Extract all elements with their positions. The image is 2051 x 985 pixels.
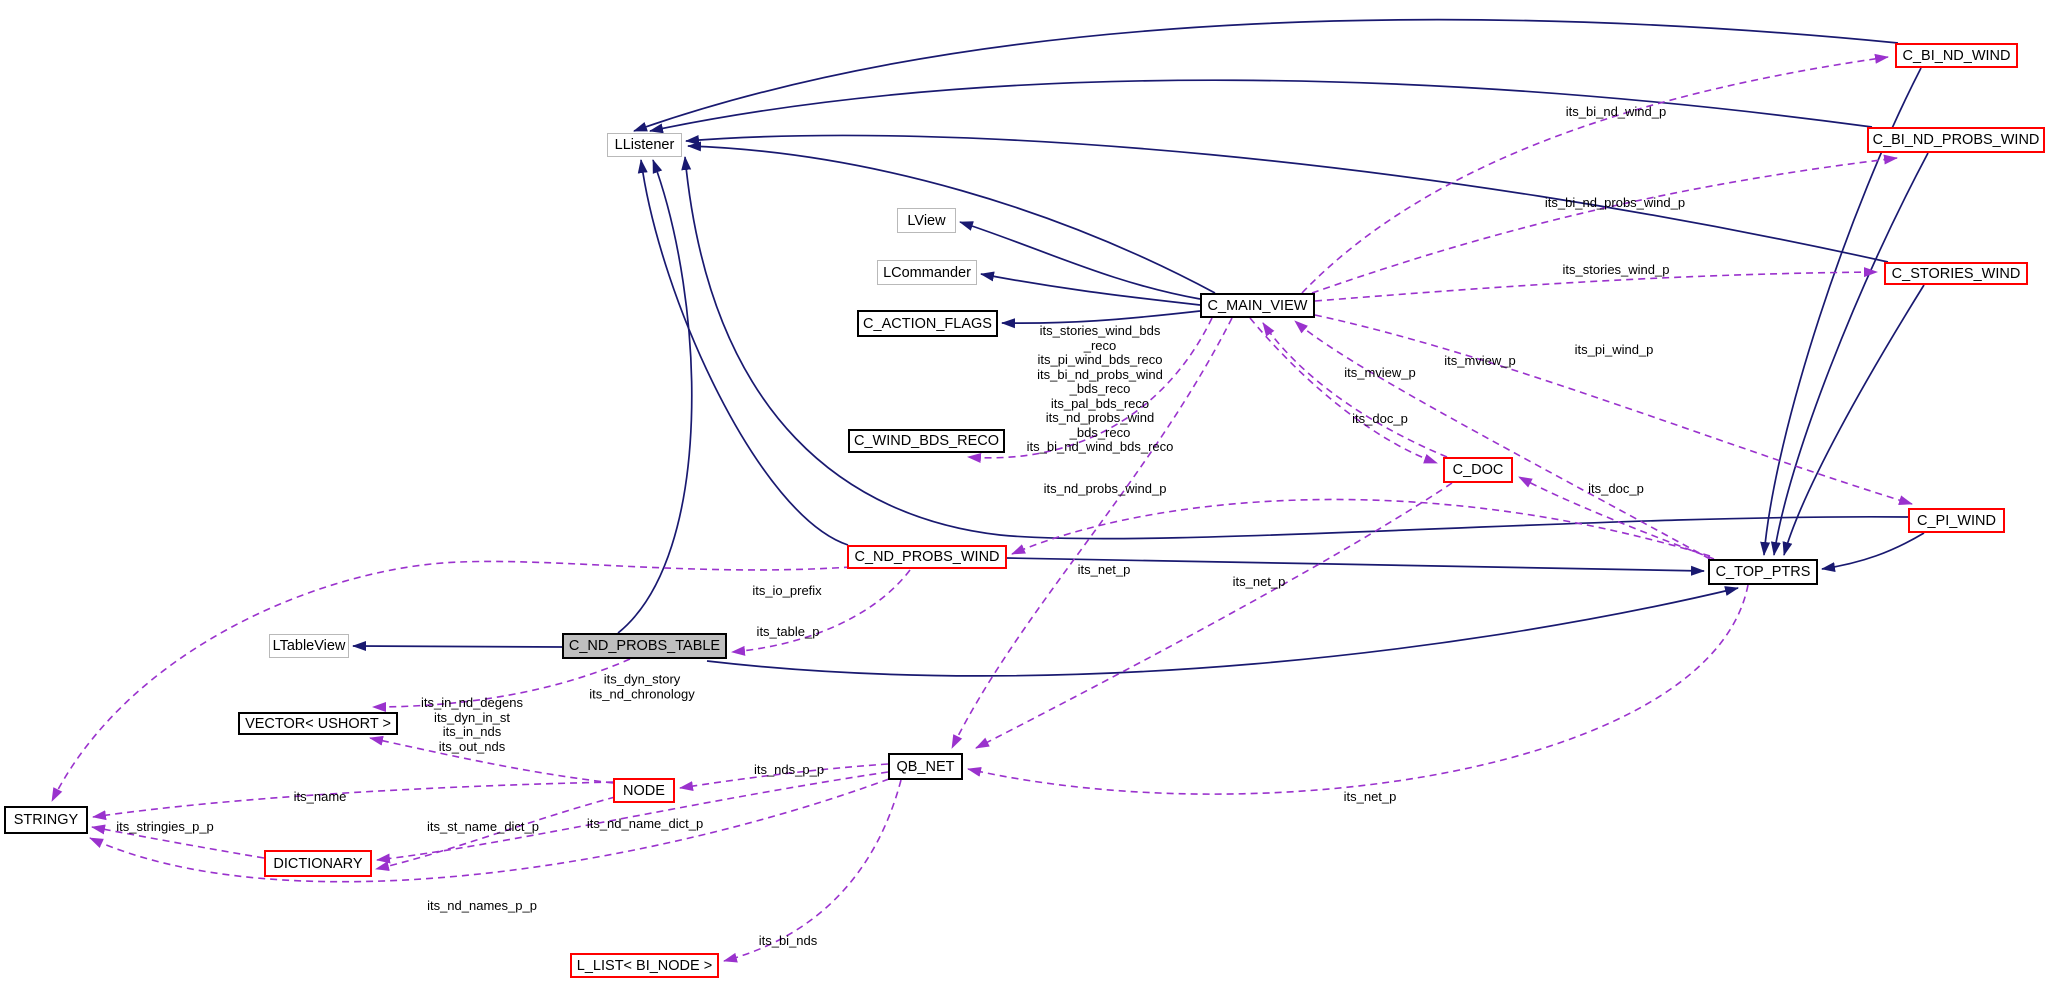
edge-c-main-view-c-action-flags <box>1001 310 1201 329</box>
edge-label-its-pi-wind-p: its_pi_wind_p <box>1574 341 1654 357</box>
edge-label-its-bi-nd-probs-wind-p: its_bi_nd_probs_wind_p <box>1544 194 1686 210</box>
edge-c-main-view-c-bi-nd-wind <box>1301 53 1889 294</box>
edge-label-node-vector-stack: its_in_nd_degens its_dyn_in_st its_in_nd… <box>421 695 523 754</box>
edge-c-main-view-c-doc <box>1249 317 1438 464</box>
node-c-nd-probs-wind[interactable]: C_ND_PROBS_WIND <box>847 545 1007 569</box>
node-ltableview[interactable]: LTableView <box>269 634 349 658</box>
edge-label-its-net-p-3: its_net_p <box>1343 788 1397 804</box>
edge-c-main-view-lview <box>959 221 1201 300</box>
edge-label-its-nds-p-p: its_nds_p_p <box>753 761 825 777</box>
node-dictionary[interactable]: DICTIONARY <box>264 850 372 877</box>
edge-label-its-bi-nd-wind-p: its_bi_nd_wind_p <box>1565 103 1667 119</box>
edge-label-its-net-p-1: its_net_p <box>1077 561 1131 577</box>
node-c-bi-nd-probs-wind[interactable]: C_BI_ND_PROBS_WIND <box>1867 127 2045 153</box>
bds-reco-line: its_stories_wind_bds <box>1039 322 1161 338</box>
node-vector-line: its_in_nds <box>442 724 502 739</box>
edge-label-its-stories-wind-p: its_stories_wind_p <box>1562 261 1670 277</box>
edge-label-its-st-name-dict-p: its_st_name_dict_p <box>426 818 540 834</box>
edge-c-top-ptrs-c-nd-probs-wind <box>1011 498 1711 557</box>
edge-label-its-nd-name-dict-p: its_nd_name_dict_p <box>586 815 704 831</box>
table-vector-line: its_dyn_story <box>603 671 681 687</box>
node-c-doc[interactable]: C_DOC <box>1443 457 1513 483</box>
node-vector-ushort[interactable]: VECTOR< USHORT > <box>238 712 398 735</box>
edge-label-its-doc-p-2: its_doc_p <box>1588 480 1644 496</box>
edge-label-its-io-prefix: its_io_prefix <box>752 582 822 598</box>
bds-reco-line: its_bi_nd_wind_bds_reco <box>1026 438 1174 454</box>
node-llistener[interactable]: LListener <box>607 133 682 157</box>
bds-reco-line: its_pal_bds_reco <box>1050 395 1150 411</box>
node-c-bi-nd-wind[interactable]: C_BI_ND_WIND <box>1895 43 2018 68</box>
edge-label-its-mview-p-2: its_mview_p <box>1444 352 1516 368</box>
table-vector-line: its_nd_chronology <box>589 686 695 701</box>
edge-c-nd-probs-table-llistener <box>617 159 693 634</box>
edge-label-its-nd-probs-wind-p: its_nd_probs_wind_p <box>1043 480 1167 496</box>
edge-label-its-name: its_name <box>293 788 347 804</box>
node-c-top-ptrs[interactable]: C_TOP_PTRS <box>1708 559 1818 585</box>
edge-c-top-ptrs-qb-net <box>967 584 1749 795</box>
edge-c-pi-wind-c-top-ptrs <box>1821 532 1925 573</box>
node-c-nd-probs-table-subject[interactable]: C_ND_PROBS_TABLE <box>562 633 727 659</box>
node-stringy[interactable]: STRINGY <box>4 806 88 834</box>
edge-c-nd-probs-wind-llistener <box>637 159 849 546</box>
edge-c-pi-wind-llistener <box>681 156 1909 540</box>
edge-label-its-bi-nds: its_bi_nds <box>758 932 818 948</box>
edge-label-its-doc-p-1: its_doc_p <box>1352 410 1408 426</box>
edge-c-bi-nd-probs-wind-c-top-ptrs <box>1770 152 1929 556</box>
node-c-stories-wind[interactable]: C_STORIES_WIND <box>1884 262 2028 285</box>
node-lcommander[interactable]: LCommander <box>877 260 977 285</box>
node-c-action-flags[interactable]: C_ACTION_FLAGS <box>857 310 998 337</box>
edge-c-stories-wind-llistener <box>685 134 1889 263</box>
edge-c-nd-probs-wind-stringy <box>51 560 852 802</box>
node-vector-line: its_out_nds <box>438 738 506 754</box>
node-vector-line: its_dyn_in_st <box>434 709 510 725</box>
edge-c-main-view-lcommander <box>980 271 1201 306</box>
edge-label-its-mview-p-1: its_mview_p <box>1344 364 1416 380</box>
node-lview[interactable]: LView <box>897 208 956 233</box>
bds-reco-line: _bds_reco <box>1069 380 1131 396</box>
node-node[interactable]: NODE <box>613 778 675 803</box>
bds-reco-line: _bds_reco <box>1069 424 1131 440</box>
edge-c-doc-qb-net <box>975 482 1453 749</box>
edge-label-its-net-p-2: its_net_p <box>1232 573 1286 589</box>
edge-c-nd-probs-table-c-top-ptrs <box>706 586 1739 677</box>
node-qb-net[interactable]: QB_NET <box>888 753 963 780</box>
edge-label-its-nd-names-p-p: its_nd_names_p_p <box>427 897 537 913</box>
node-vector-line: its_in_nd_degens <box>421 695 523 710</box>
edge-c-doc-c-main-view <box>1262 322 1448 458</box>
bds-reco-line: _reco <box>1083 337 1117 353</box>
node-c-pi-wind[interactable]: C_PI_WIND <box>1908 508 2005 533</box>
bds-reco-line: its_pi_wind_bds_reco <box>1037 351 1163 367</box>
bds-reco-line: its_nd_probs_wind <box>1045 409 1155 425</box>
node-c-wind-bds-reco[interactable]: C_WIND_BDS_RECO <box>848 429 1005 453</box>
bds-reco-line: its_bi_nd_probs_wind <box>1037 366 1163 382</box>
edge-c-stories-wind-c-top-ptrs <box>1782 284 1925 556</box>
edge-c-nd-probs-table-ltableview <box>352 641 563 652</box>
edge-label-its-stringies-p-p: its_stringies_p_p <box>116 818 214 834</box>
edge-c-bi-nd-wind-llistener <box>633 18 1899 132</box>
edge-node-stringy <box>92 781 614 821</box>
edge-label-its-table-p: its_table_p <box>756 623 820 639</box>
node-l-list-bi-node[interactable]: L_LIST< BI_NODE > <box>570 953 719 978</box>
edge-label-table-vector-stack: its_dyn_story its_nd_chronology <box>589 671 695 702</box>
node-c-main-view[interactable]: C_MAIN_VIEW <box>1200 293 1315 318</box>
edge-label-bds-reco-stack: its_stories_wind_bds _reco its_pi_wind_b… <box>1026 322 1174 455</box>
edge-c-bi-nd-probs-wind-llistener <box>649 79 1873 134</box>
